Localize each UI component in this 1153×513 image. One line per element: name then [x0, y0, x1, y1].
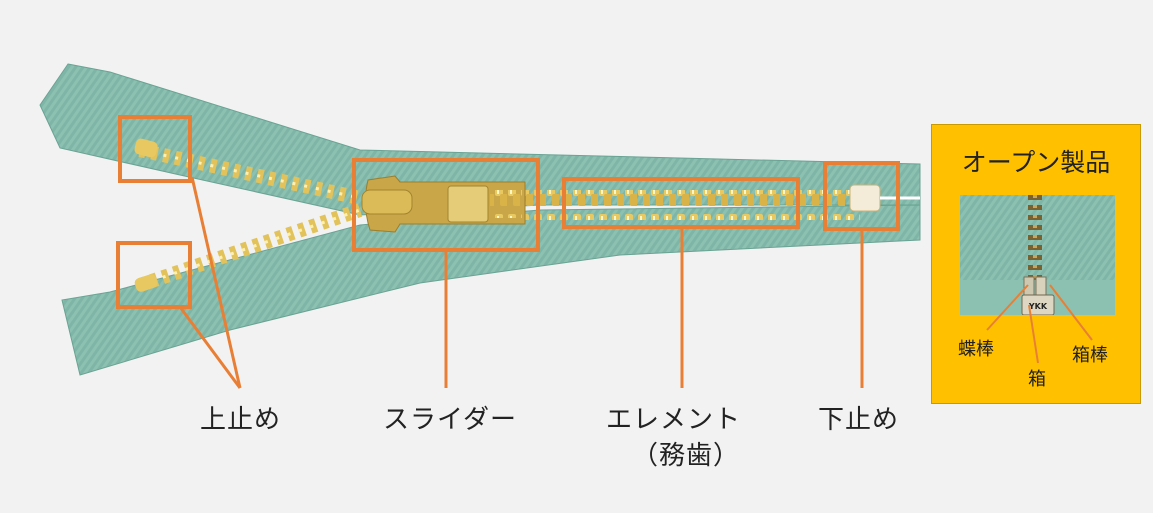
- lower-top-stop: [134, 274, 158, 292]
- box-rod-label: 箱棒: [1072, 345, 1108, 366]
- element-label: エレメント: [606, 405, 742, 435]
- top-stop-label: 上止め: [200, 405, 282, 435]
- inset-leaders: [986, 284, 1093, 364]
- slider-part: [361, 175, 526, 233]
- butterfly-rod-label: 蝶棒: [958, 339, 994, 360]
- top-stop-box-lower: [116, 241, 192, 309]
- bottom-stop-label: 下止め: [818, 405, 900, 435]
- svg-text:YKK: YKK: [1028, 302, 1048, 311]
- lower-teeth: [134, 203, 363, 292]
- upper-top-stop: [134, 138, 158, 158]
- top-stop-box-upper: [118, 115, 192, 183]
- box-label: 箱: [1028, 369, 1046, 390]
- element-sublabel: （務歯）: [632, 441, 741, 471]
- inset-photo: YKK: [960, 195, 1115, 315]
- slider-label: スライダー: [383, 405, 517, 435]
- element-chain: [520, 190, 860, 220]
- leader-lines: [178, 176, 864, 389]
- bottom-stop-part: [849, 184, 881, 212]
- inset-title: オープン製品: [961, 148, 1111, 177]
- open-end-inset: オープン製品 YKK 蝶棒 箱 箱棒: [931, 124, 1141, 404]
- upper-teeth: [134, 138, 362, 205]
